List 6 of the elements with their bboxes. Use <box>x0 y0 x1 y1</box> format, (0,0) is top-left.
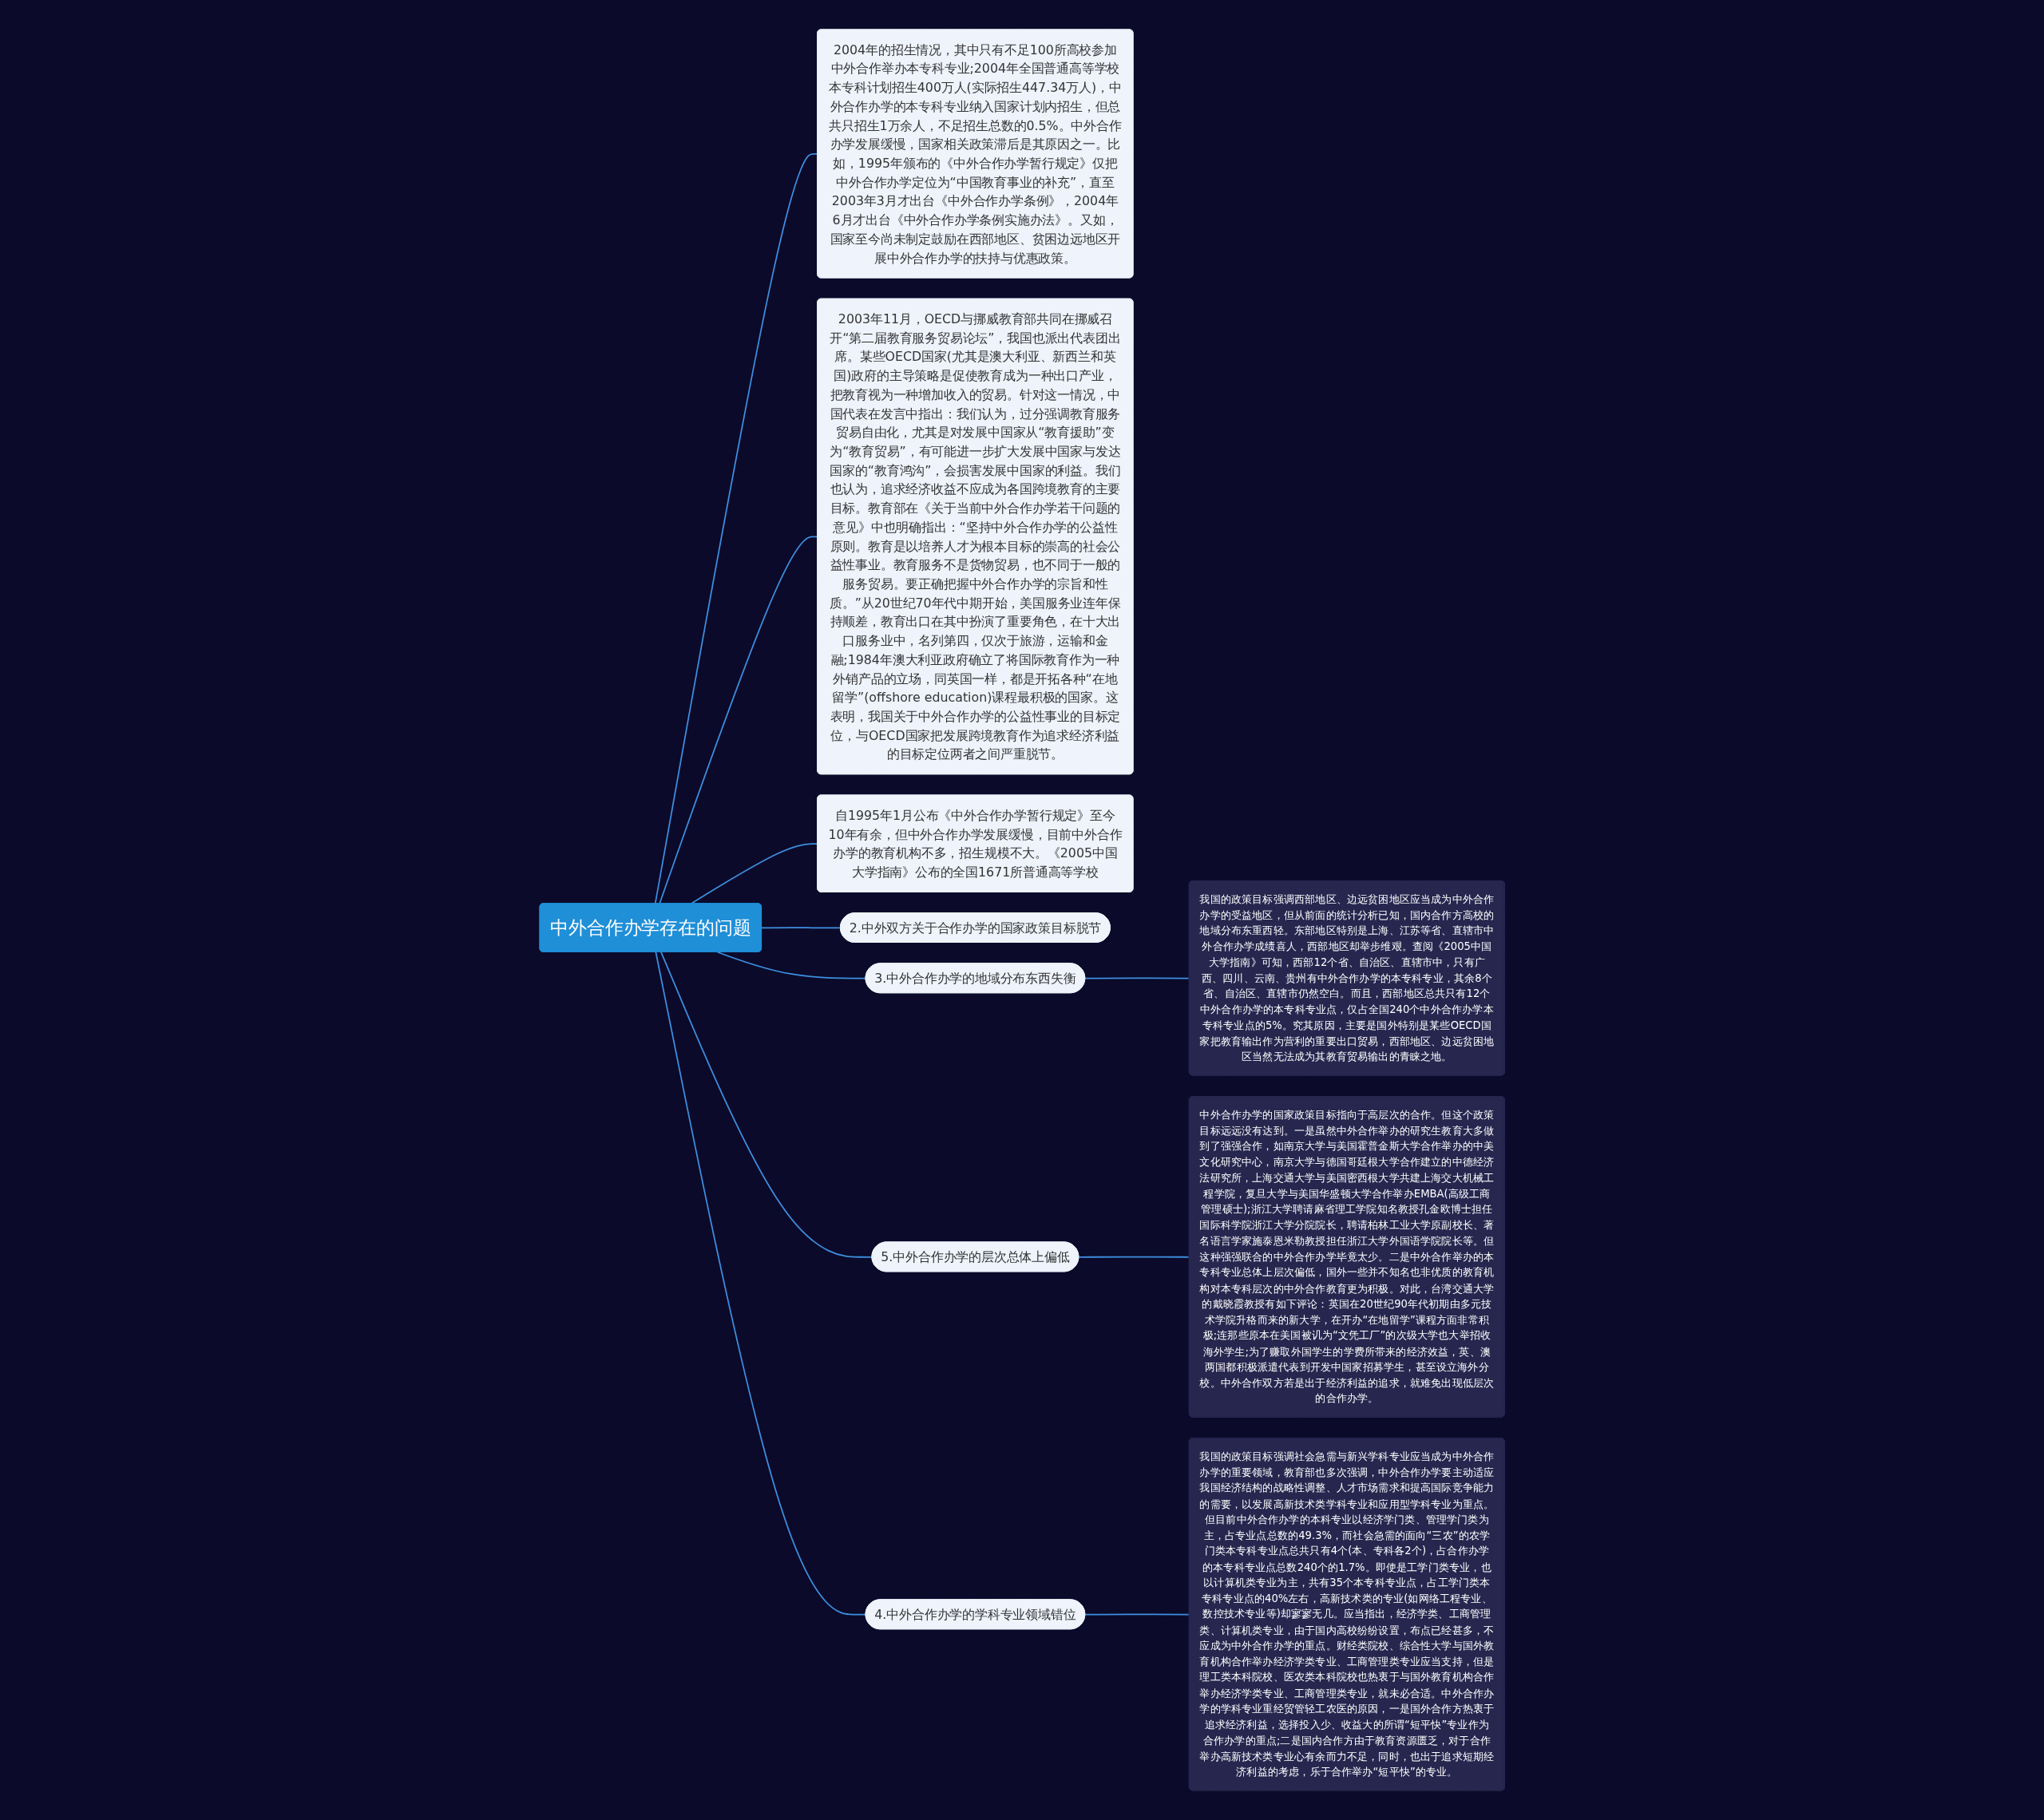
connector <box>1084 1613 1190 1616</box>
connector <box>1078 1256 1190 1258</box>
connector <box>716 951 867 979</box>
connector <box>760 927 842 929</box>
connector <box>1084 977 1190 979</box>
connector <box>655 951 867 1616</box>
